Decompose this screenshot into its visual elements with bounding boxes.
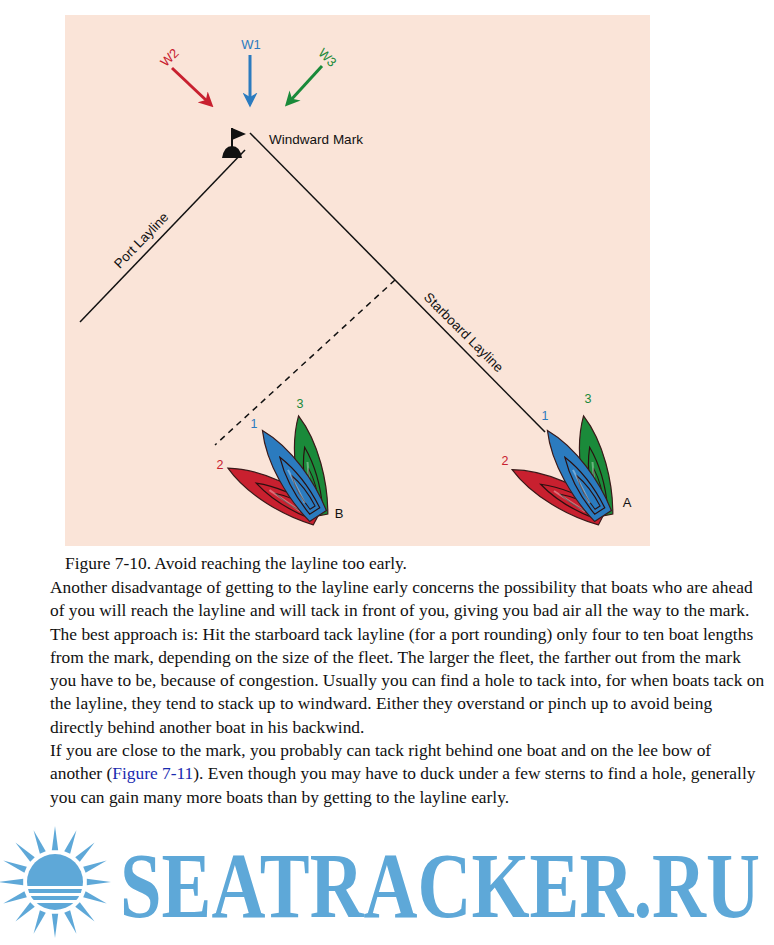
- paragraph: Another disadvantage of getting to the l…: [50, 576, 766, 623]
- sun-ray: [15, 902, 34, 921]
- sun-ray: [34, 830, 46, 854]
- dashed-layline: [215, 280, 395, 445]
- sun-ray: [75, 842, 94, 861]
- boat-number: 1: [251, 418, 258, 432]
- port-layline: [80, 150, 245, 322]
- wind-arrow: [249, 55, 252, 100]
- wind-label: W2: [158, 46, 182, 70]
- sun-ray: [52, 914, 58, 938]
- sun-ray: [3, 861, 27, 873]
- boat-group: [222, 413, 332, 528]
- boat-group: [506, 413, 616, 528]
- layline-label: Port Layline: [112, 210, 172, 272]
- starboard-layline: [250, 133, 545, 432]
- sun-ray: [83, 861, 107, 873]
- paragraph: If you are close to the mark, you probab…: [50, 739, 766, 809]
- sun-ray: [34, 910, 46, 934]
- sun-ray: [64, 830, 76, 854]
- wind-arrow: [172, 68, 208, 102]
- mark-label: Windward Mark: [269, 133, 363, 148]
- watermark: SEATRACKER.RU: [120, 838, 760, 932]
- figure-link: Figure 7-11: [112, 763, 193, 783]
- sun-ray: [75, 902, 94, 921]
- sun-ray: [15, 842, 34, 861]
- sun-ray: [87, 879, 111, 885]
- wind-label: W3: [315, 46, 339, 70]
- wind-label: W1: [241, 38, 261, 52]
- boat-number: 1: [542, 410, 549, 424]
- body-text: Another disadvantage of getting to the l…: [50, 576, 766, 809]
- boat-number: 3: [585, 393, 592, 407]
- sun-ray: [3, 891, 27, 903]
- position-letter: B: [335, 507, 344, 521]
- layline-label: Starboard Layline: [420, 290, 505, 375]
- sun-ray: [52, 826, 58, 850]
- body-paragraph: The best approach is: Hit the starboard …: [50, 624, 764, 737]
- sun-ray: [0, 879, 23, 885]
- figure-caption: Figure 7-10. Avoid reaching the layline …: [65, 553, 407, 573]
- body-paragraph: Another disadvantage of getting to the l…: [50, 577, 753, 620]
- boat-number: 2: [217, 459, 224, 473]
- boat-number: 3: [297, 398, 304, 412]
- sun-logo: [0, 826, 111, 938]
- paragraph: The best approach is: Hit the starboard …: [50, 623, 766, 739]
- position-letter: A: [623, 496, 632, 510]
- figure-ground: [65, 15, 650, 546]
- boat-number: 2: [502, 455, 509, 469]
- sun-ray: [83, 891, 107, 903]
- sun-ray: [64, 910, 76, 934]
- wind-arrow: [290, 66, 322, 101]
